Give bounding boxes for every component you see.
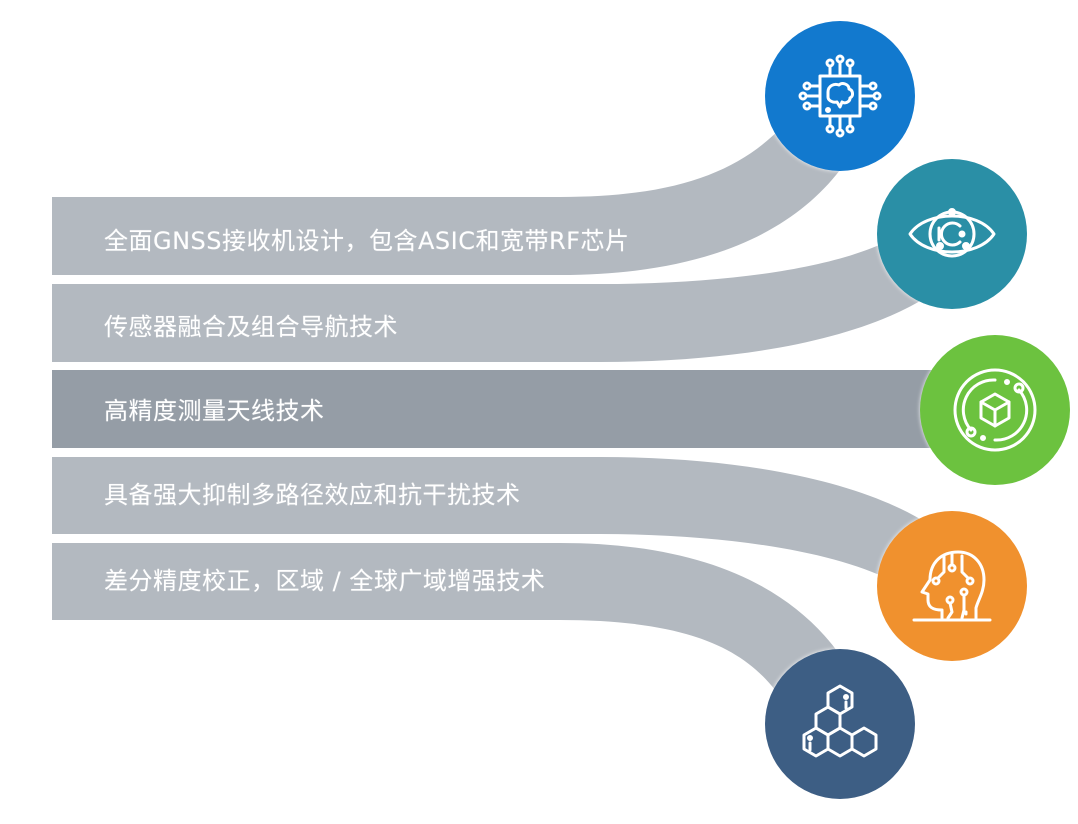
band-4 [52,457,930,580]
item-label-5: 差分精度校正，区域 / 全球广域增强技术 [104,567,546,595]
circle-node-5 [765,649,915,799]
item-label-2: 传感器融合及组合导航技术 [104,313,398,341]
band-3 [52,370,952,448]
item-label-3: 高精度测量天线技术 [104,397,325,425]
circle-node-4 [877,511,1027,661]
band-5 [52,543,840,690]
head-circuit-icon [912,550,992,622]
circle-node-1 [765,21,915,171]
band-1 [52,118,840,275]
hexagon-network-icon [802,684,878,758]
eye-sensor-icon [908,208,996,258]
cube-orbit-icon [953,368,1037,452]
ai-chip-icon [798,54,882,138]
item-label-4: 具备强大抑制多路径效应和抗干扰技术 [104,481,521,509]
item-label-1: 全面GNSS接收机设计，包含ASIC和宽带RF芯片 [104,227,630,255]
circle-node-2 [877,159,1027,309]
band-2 [52,240,930,362]
circle-node-3 [920,335,1070,485]
